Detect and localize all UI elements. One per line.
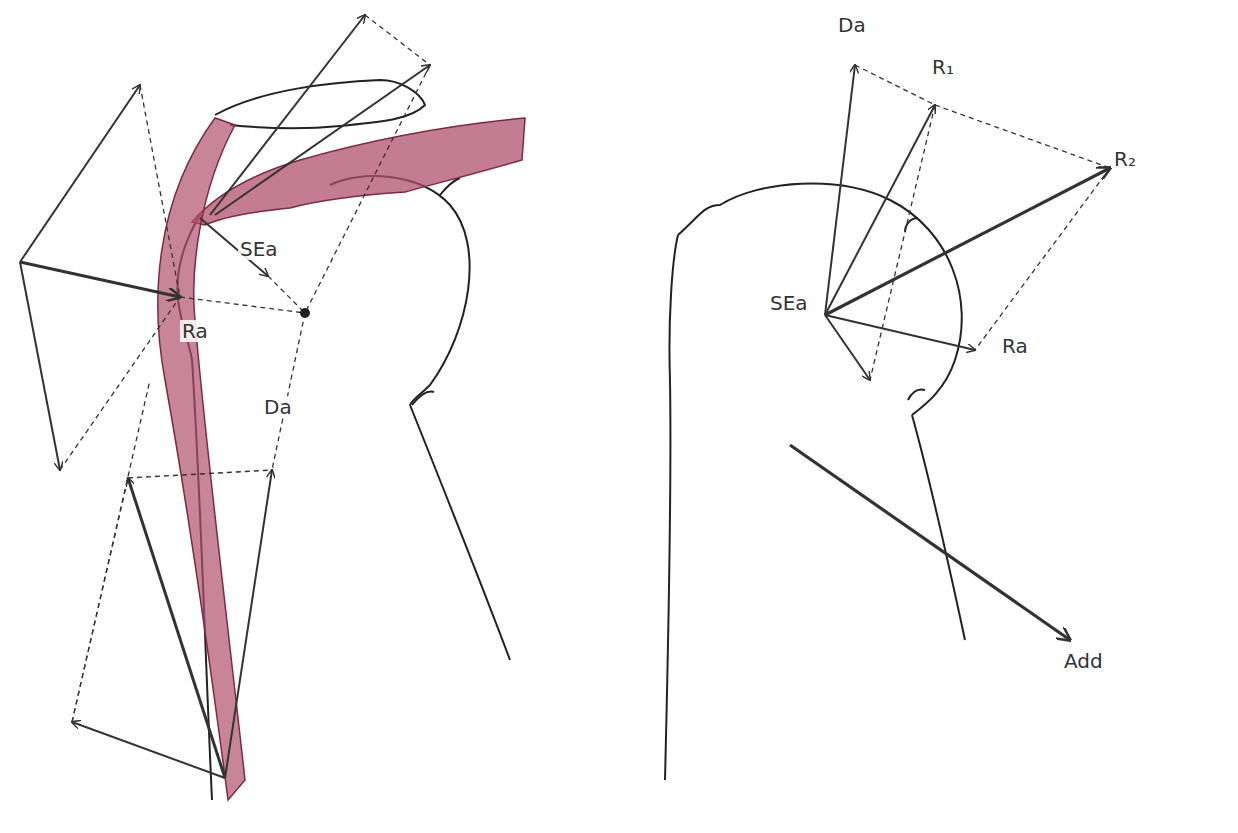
force-label: SEa [768, 292, 810, 314]
force-label: Da [836, 14, 868, 36]
force-label: R₂ [1112, 148, 1138, 170]
force-label: Ra [180, 320, 210, 342]
force-label: R₁ [930, 56, 956, 78]
force-label: SEa [238, 238, 280, 260]
force-label: Add [1062, 650, 1105, 672]
force-label: Ra [1000, 335, 1030, 357]
force-label: Da [262, 396, 294, 418]
